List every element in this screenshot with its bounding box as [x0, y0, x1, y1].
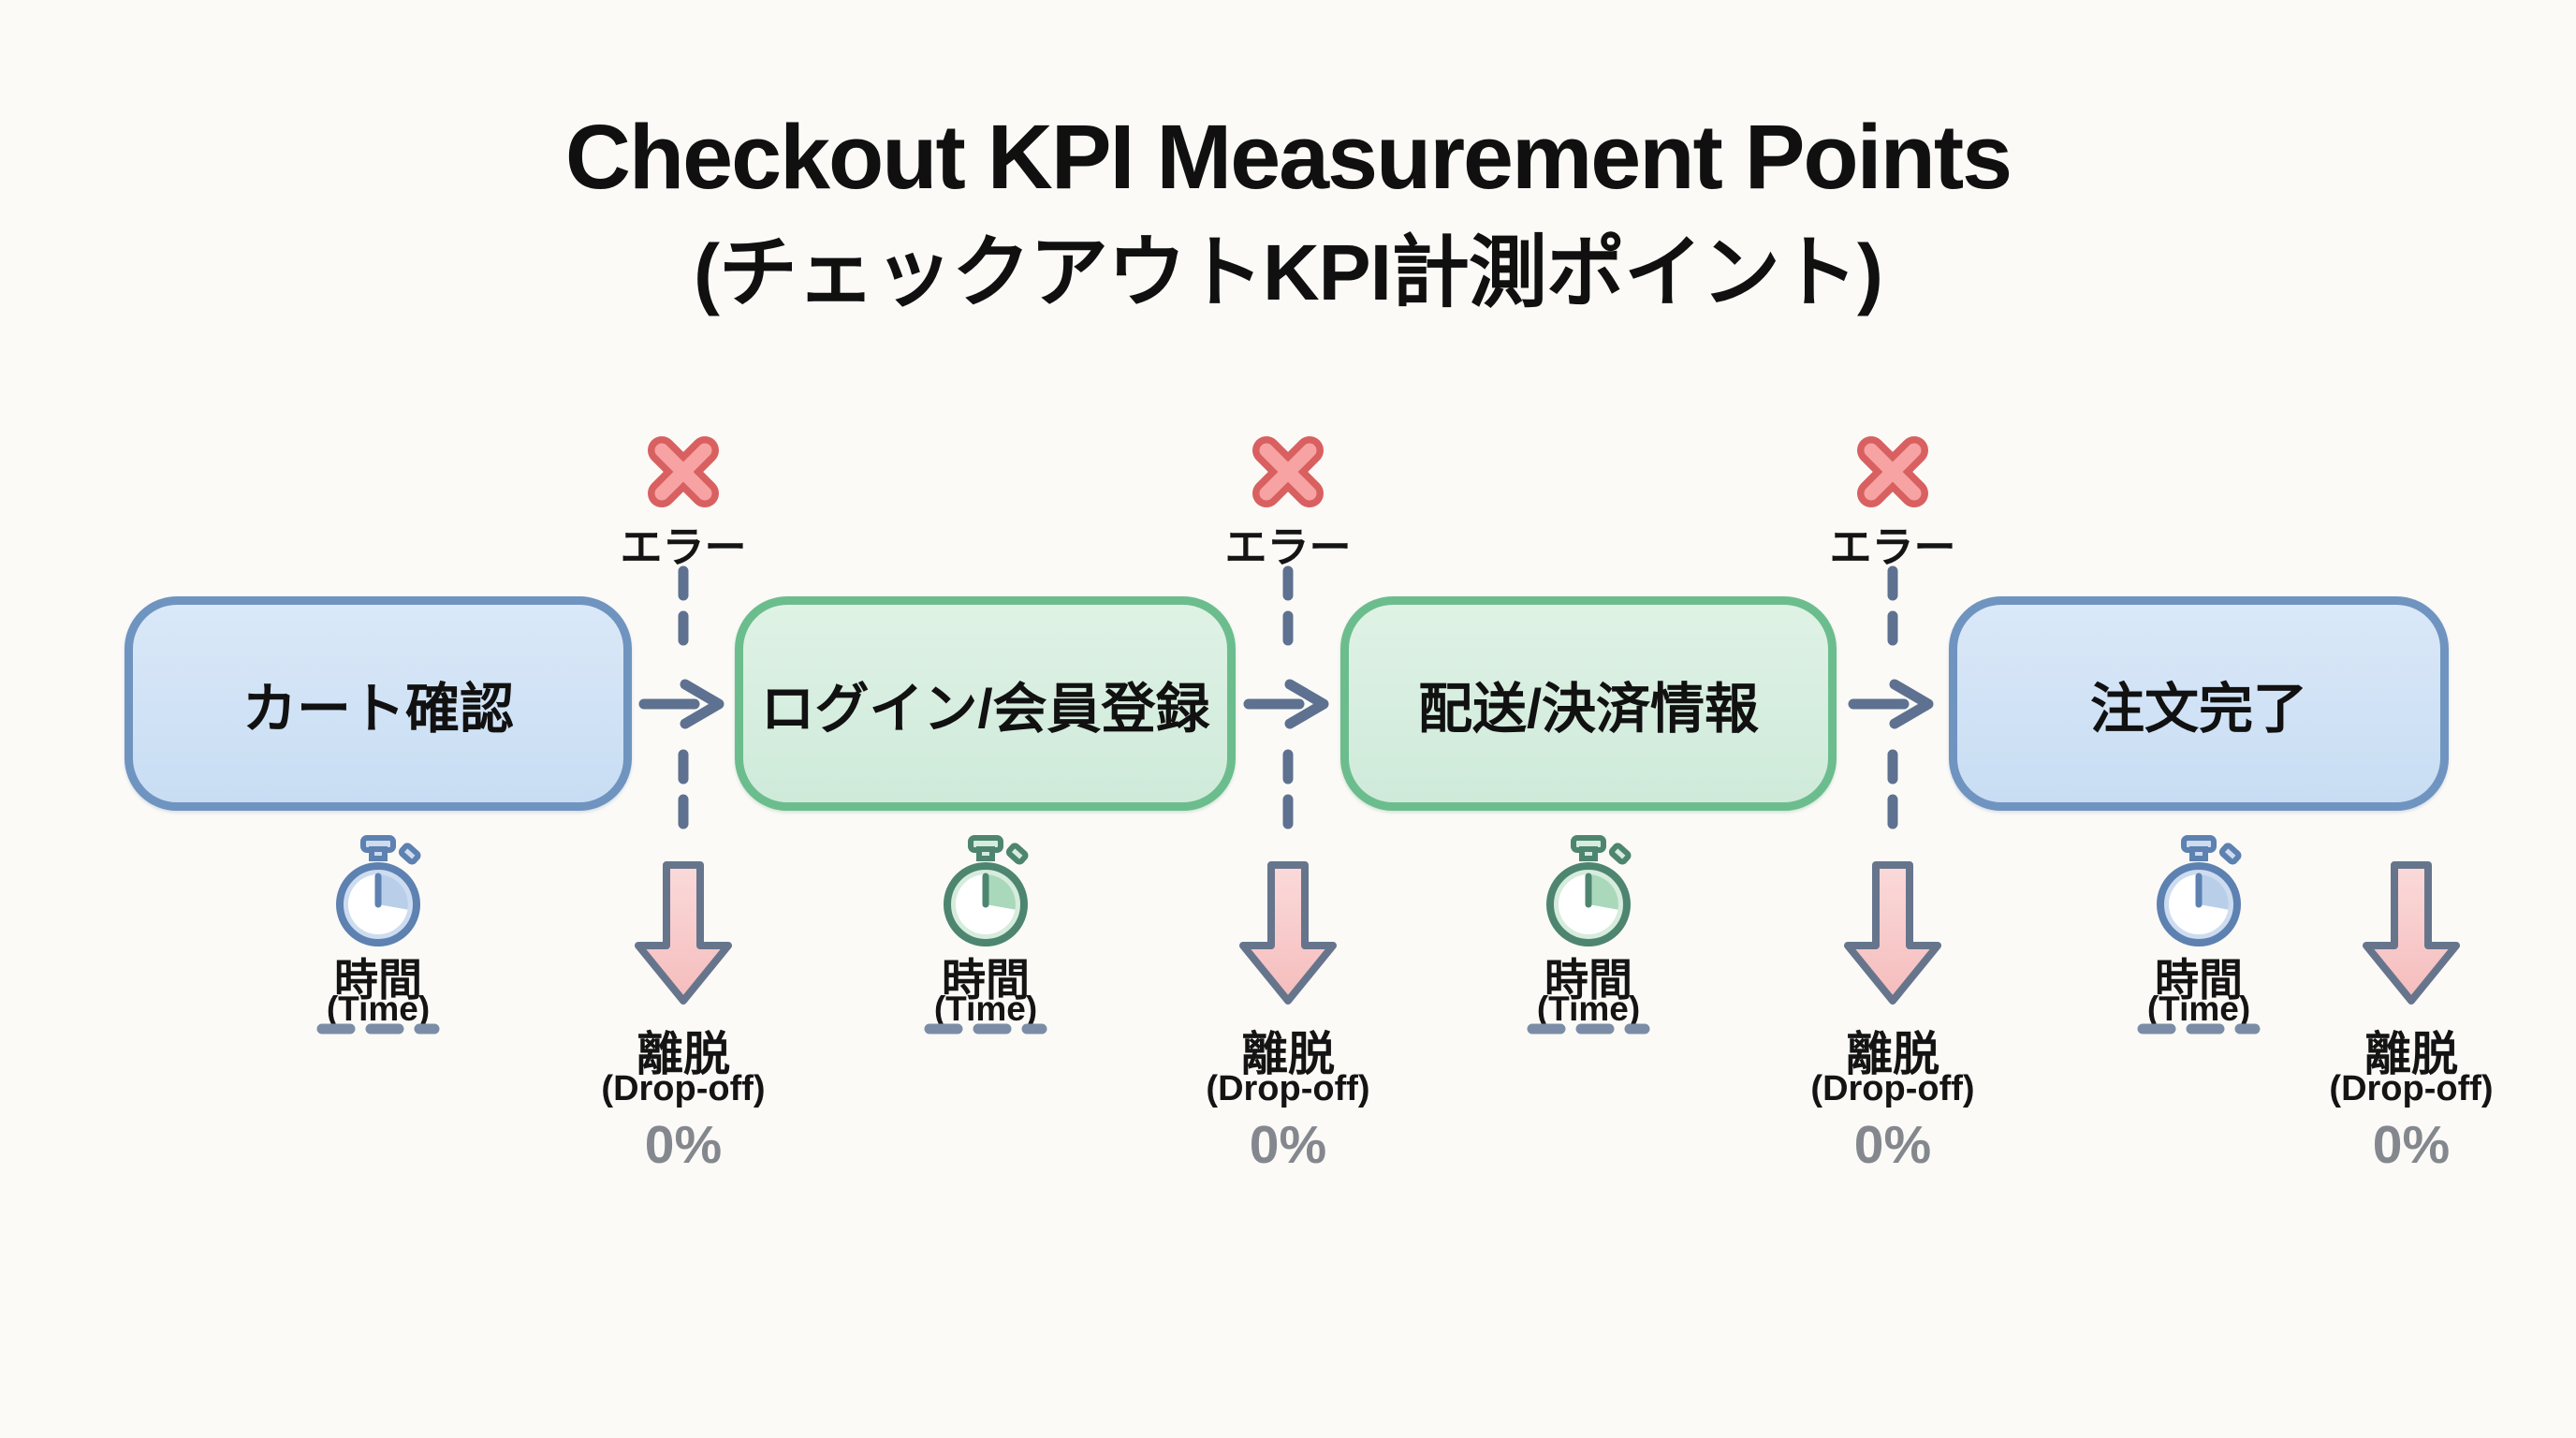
time-sublabel: (Time) — [2146, 990, 2251, 1028]
time-sublabel: (Time) — [326, 990, 431, 1028]
drop-off-value: 0% — [1249, 1115, 1327, 1175]
step-label-cart: カート確認 — [242, 678, 514, 740]
dashed-connector-bottom — [678, 749, 689, 843]
time-dashed-underline — [924, 1023, 1047, 1034]
drop-off-label: 離脱 — [1241, 1028, 1335, 1080]
time-label: 時間 — [942, 955, 1030, 1005]
drop-off-sublabel: (Drop-off) — [601, 1069, 766, 1108]
error-label: エラー — [1829, 523, 1956, 571]
step-label-login: ログイン/会員登録 — [760, 678, 1210, 740]
time-sublabel: (Time) — [933, 990, 1038, 1028]
page-subtitle: (チェックアウトKPI計測ポイント) — [694, 228, 1883, 316]
error-x-icon — [1252, 436, 1324, 507]
time-dashed-underline — [2137, 1023, 2261, 1034]
drop-off-label: 離脱 — [2364, 1028, 2458, 1080]
time-sublabel: (Time) — [1536, 990, 1641, 1028]
error-label: エラー — [620, 523, 747, 571]
flow-arrow-icon — [1848, 679, 1934, 729]
drop-off-arrow-icon — [635, 861, 732, 1005]
time-dashed-underline — [316, 1023, 440, 1034]
stopwatch-icon — [2157, 835, 2242, 946]
error-x-icon — [1857, 436, 1928, 507]
stopwatch-icon — [944, 835, 1029, 946]
step-box-cart: カート確認 — [124, 596, 632, 811]
step-box-login: ログイン/会員登録 — [735, 596, 1236, 811]
dashed-connector-bottom — [1887, 749, 1898, 843]
stopwatch-icon — [1546, 835, 1632, 946]
drop-off-label: 離脱 — [637, 1028, 730, 1080]
drop-off-sublabel: (Drop-off) — [2329, 1069, 2494, 1108]
drop-off-arrow-icon — [2363, 861, 2460, 1005]
error-label: エラー — [1224, 523, 1352, 571]
stopwatch-icon — [336, 835, 421, 946]
dashed-connector-top — [1282, 565, 1294, 659]
drop-off-arrow-icon — [1844, 861, 1941, 1005]
drop-off-value: 0% — [1853, 1115, 1932, 1175]
step-label-shipping-payment: 配送/決済情報 — [1417, 678, 1760, 740]
time-dashed-underline — [1527, 1023, 1650, 1034]
page-title: Checkout KPI Measurement Points — [564, 106, 2012, 208]
step-box-shipping-payment: 配送/決済情報 — [1340, 596, 1837, 811]
drop-off-value: 0% — [2372, 1115, 2451, 1175]
time-label: 時間 — [334, 955, 422, 1005]
drop-off-label: 離脱 — [1846, 1028, 1939, 1080]
error-x-icon — [648, 436, 719, 507]
dashed-connector-bottom — [1282, 749, 1294, 843]
flow-arrow-icon — [638, 679, 724, 729]
drop-off-value: 0% — [644, 1115, 723, 1175]
dashed-connector-top — [678, 565, 689, 659]
dashed-connector-top — [1887, 565, 1898, 659]
drop-off-arrow-icon — [1239, 861, 1337, 1005]
flow-arrow-icon — [1243, 679, 1329, 729]
drop-off-sublabel: (Drop-off) — [1810, 1069, 1975, 1108]
step-box-order-complete: 注文完了 — [1949, 596, 2449, 811]
step-label-order-complete: 注文完了 — [2089, 678, 2307, 740]
time-label: 時間 — [2155, 955, 2243, 1005]
drop-off-sublabel: (Drop-off) — [1206, 1069, 1370, 1108]
time-label: 時間 — [1544, 955, 1632, 1005]
